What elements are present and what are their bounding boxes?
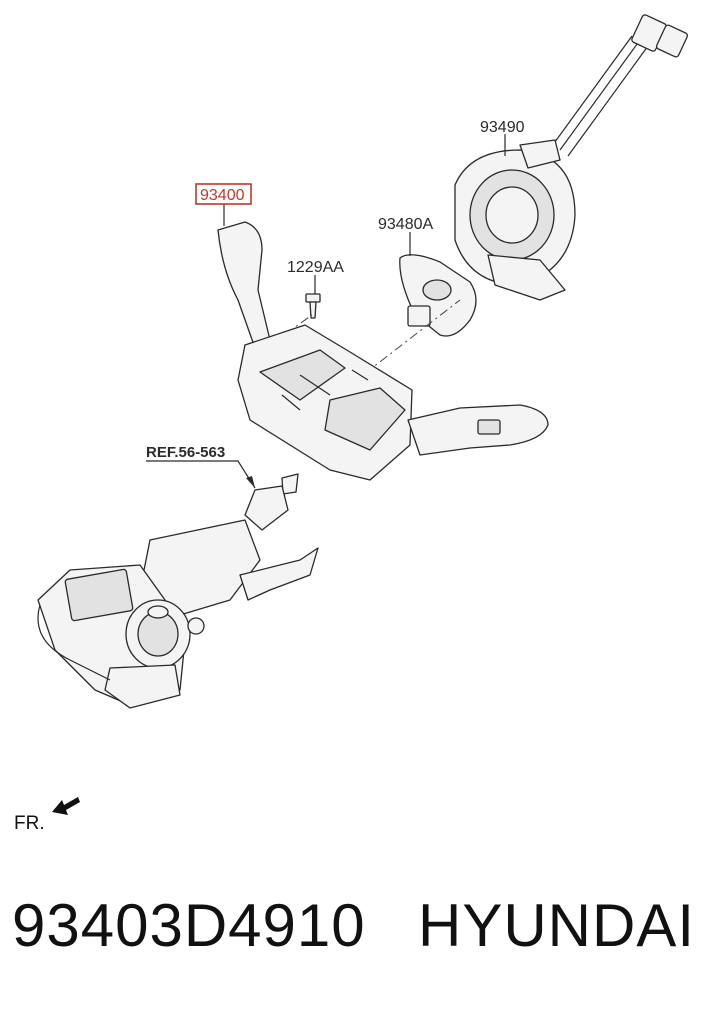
brand-name: HYUNDAI xyxy=(418,892,696,959)
label-1229AA: 1229AA xyxy=(287,259,344,276)
bolt-1229AA xyxy=(305,293,321,319)
clock-spring-93490 xyxy=(454,14,689,301)
multifunction-switch-93400 xyxy=(217,221,549,481)
label-front: FR. xyxy=(14,813,45,834)
parts-diagram: 93400 1229AA 93480A 93490 REF.56-563 FR. xyxy=(14,14,689,834)
front-arrow-icon xyxy=(52,797,80,815)
highlight-box-93400 xyxy=(195,183,252,205)
part-number: 93403D4910 xyxy=(12,892,366,959)
label-93480A: 93480A xyxy=(378,216,433,233)
label-ref: REF.56-563 xyxy=(146,444,225,461)
label-93400: 93400 xyxy=(200,187,245,204)
steering-column xyxy=(37,473,319,709)
leader-lines xyxy=(146,134,506,489)
angle-sensor-93480A xyxy=(399,254,477,337)
label-93490: 93490 xyxy=(480,119,525,136)
